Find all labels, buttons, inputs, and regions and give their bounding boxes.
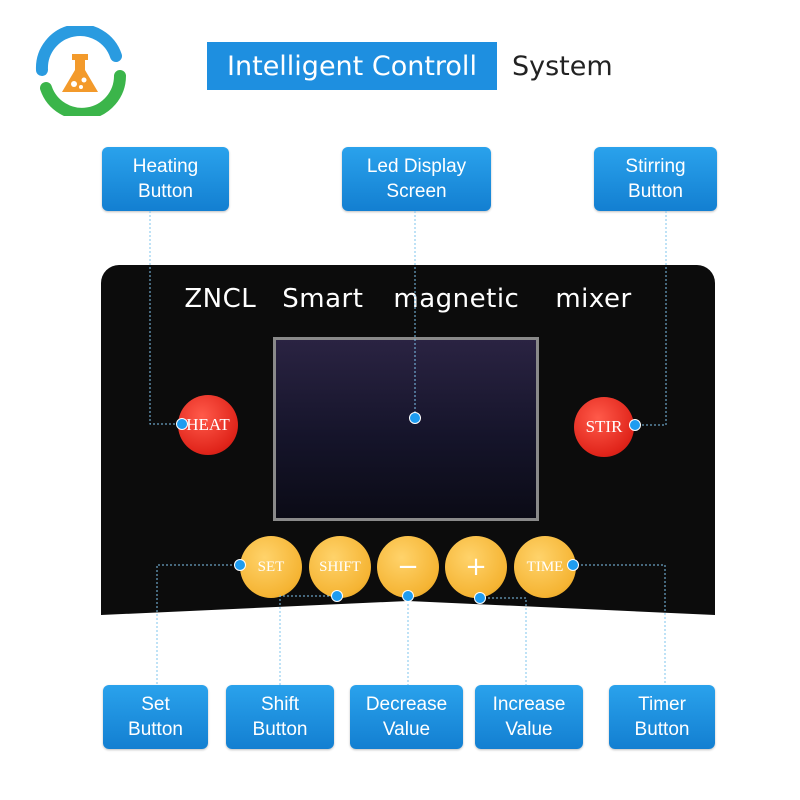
panel-title-word: mixer (555, 284, 632, 314)
panel-title-word: Smart (282, 284, 364, 314)
callout-line-2: Button (138, 181, 193, 202)
increase-connector (480, 597, 527, 685)
timer-button[interactable]: TIME (514, 536, 576, 598)
title-highlight: Intelligent Controll (207, 42, 497, 90)
callout-line-2: Screen (386, 181, 447, 202)
heat-button[interactable]: HEAT (178, 395, 238, 455)
stir-dot (629, 419, 641, 431)
shift-button[interactable]: SHIFT (309, 536, 371, 598)
callout-line-1: Heating (132, 156, 199, 177)
callout-line-1: Stirring (625, 156, 686, 177)
timer-dot (567, 559, 579, 571)
callout-line-2: Value (382, 719, 431, 740)
callout-line-1: Increase (492, 694, 566, 715)
title-rest: System (512, 51, 613, 82)
heat-dot (176, 418, 188, 430)
callout-line-2: Value (505, 719, 553, 740)
decrease-button[interactable]: − (377, 536, 439, 598)
callout-line-2: Button (634, 719, 690, 740)
panel-title-word: magnetic (393, 284, 520, 314)
panel-title: ZNCL Smart magnetic mixer (101, 284, 715, 320)
callout-line-1: Decrease (365, 694, 448, 715)
increase-dot (474, 592, 486, 604)
display-dot (409, 412, 421, 424)
callout-line-1: Set (141, 694, 170, 715)
shift-dot (331, 590, 343, 602)
callout-line-1: Led Display (366, 156, 467, 177)
callout-line-2: Button (128, 719, 183, 740)
callout-line-2: Button (252, 719, 308, 740)
panel-title-word: ZNCL (184, 284, 257, 314)
callout-line-2: Button (628, 181, 683, 202)
led-display-screen (273, 337, 539, 521)
set-dot (234, 559, 246, 571)
callout-line-1: Timer (638, 694, 686, 715)
increase-button[interactable]: + (445, 536, 507, 598)
stir-button[interactable]: STIR (574, 397, 634, 457)
callout-line-1: Shift (260, 694, 300, 715)
shift-connector (279, 595, 337, 685)
flask-logo-icon (35, 26, 126, 116)
decrease-dot (402, 590, 414, 602)
set-button[interactable]: SET (240, 536, 302, 598)
